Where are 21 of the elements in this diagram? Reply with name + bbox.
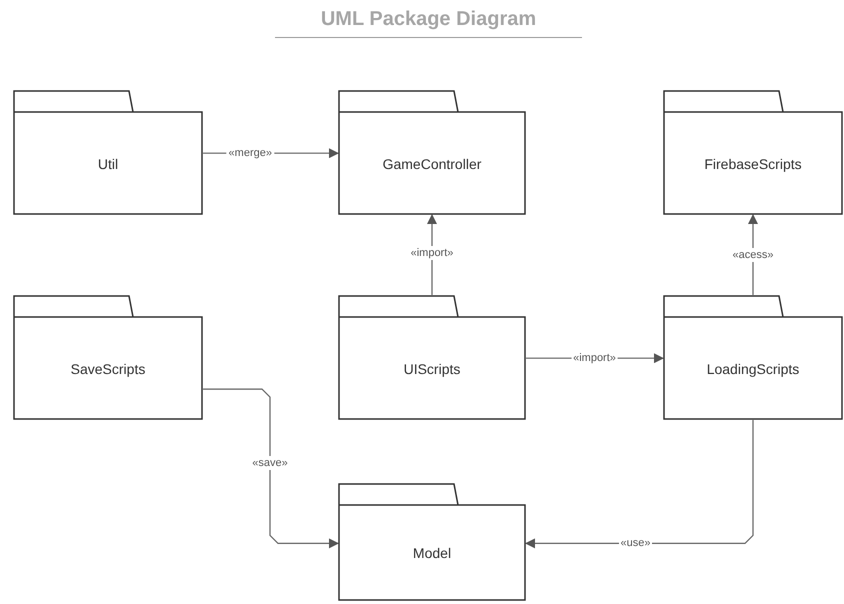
- edge-label: «import»: [571, 351, 618, 366]
- package-name: SaveScripts: [70, 360, 146, 376]
- package-name: GameController: [382, 156, 482, 172]
- arrow: [203, 388, 339, 548]
- package-folder: [338, 90, 526, 215]
- diagram-title: UML Package Diagram: [275, 8, 582, 38]
- package-folder: [663, 90, 843, 215]
- arrow: [525, 420, 754, 548]
- package-name: UIScripts: [404, 360, 460, 376]
- package-name: FirebaseScripts: [704, 156, 802, 172]
- package-name: LoadingScripts: [706, 360, 800, 376]
- edge-label: «save»: [250, 456, 290, 470]
- package-name: Util: [98, 156, 118, 172]
- package-folder: [13, 90, 203, 215]
- package-folder: [338, 483, 526, 601]
- edge-label: «acess»: [730, 248, 776, 262]
- package-name: Model: [412, 545, 452, 561]
- package-folder: [13, 295, 203, 420]
- package-folder: [663, 295, 843, 420]
- edge-label: «import»: [408, 246, 456, 260]
- package-folder: [338, 295, 526, 420]
